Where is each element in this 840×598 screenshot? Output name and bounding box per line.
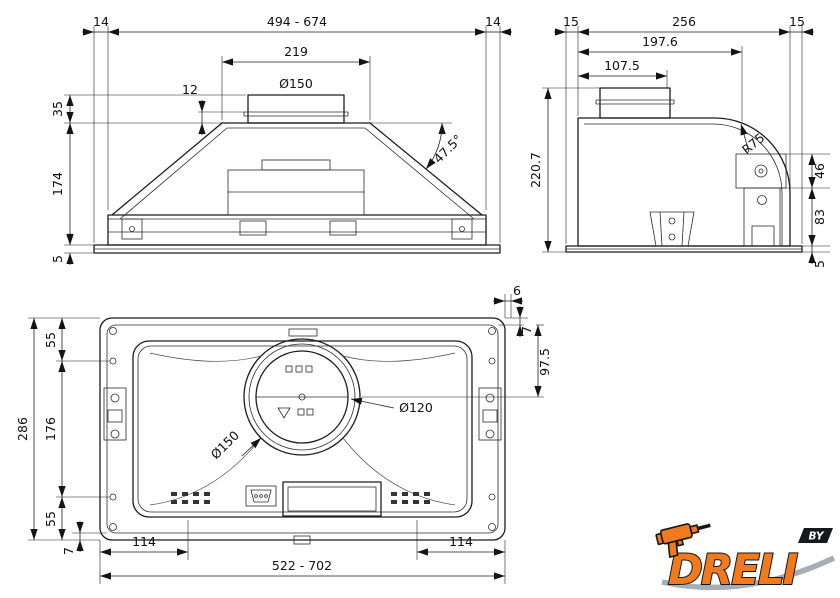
plan-outer-frame [99, 317, 506, 541]
plan-114-left-label: 114 [132, 534, 156, 549]
front-duct-diameter-label: Ø150 [279, 76, 313, 91]
by-badge-bg [798, 528, 833, 543]
brand-wordmark: DRELI [668, 545, 798, 594]
front-right-offset-label: 14 [485, 14, 501, 29]
by-badge: BY [798, 528, 833, 543]
front-view: 14 494 - 674 14 219 Ø150 12 35 174 5 47.… [50, 14, 512, 265]
side-depth-label: 256 [672, 14, 696, 29]
front-duct-collar [247, 94, 345, 124]
plan-frame-bottom-label: 7 [61, 547, 76, 555]
front-flange-label: 5 [50, 255, 65, 263]
plan-view: 55 176 55 286 7 114 114 522 - 702 6 7 [15, 283, 552, 584]
plan-total-depth-label: 286 [15, 417, 30, 441]
side-upper-depth-label: 197.6 [642, 34, 678, 49]
brand-logo: DRELI BY [655, 523, 836, 595]
plan-duct-center-label: 97.5 [537, 348, 552, 376]
front-hood-outline [93, 94, 501, 254]
power-socket [245, 485, 277, 507]
junction-box [282, 481, 382, 517]
side-dimensions: 15 256 15 197.6 107.5 220.7 46 83 5 R75 [528, 14, 830, 268]
front-body-height-label: 174 [50, 172, 65, 196]
plan-dimensions: 55 176 55 286 7 114 114 522 - 702 6 7 [15, 283, 552, 584]
side-collar-offset-label: 107.5 [604, 58, 640, 73]
side-bracket-lower-label: 83 [812, 209, 827, 225]
plan-frame-top-label: 7 [519, 326, 534, 334]
front-collar-height-label: 35 [50, 101, 65, 117]
front-internal-details [108, 159, 486, 240]
plan-panel-creases [149, 352, 456, 506]
front-dimensions: 14 494 - 674 14 219 Ø150 12 35 174 5 47.… [50, 14, 512, 265]
side-radius-label: R75 [739, 130, 767, 157]
side-left-offset-label: 15 [563, 14, 579, 29]
front-left-offset-label: 14 [93, 14, 109, 29]
plan-opening [132, 340, 473, 518]
plan-corner-offset-label: 6 [513, 283, 521, 298]
plan-hole-span-label: 176 [43, 417, 58, 441]
side-flange-label: 5 [812, 260, 827, 268]
side-internal-details [649, 153, 787, 247]
side-bracket-upper-label: 46 [812, 163, 827, 179]
front-collar-lip-label: 12 [182, 82, 198, 97]
logo-swoosh [661, 555, 836, 591]
side-view: 15 256 15 197.6 107.5 220.7 46 83 5 R75 [528, 14, 830, 268]
side-right-offset-label: 15 [789, 14, 805, 29]
plan-side-brackets [103, 387, 502, 441]
side-body [577, 117, 791, 247]
plan-duct-opening [243, 338, 361, 456]
plan-bottom-details [171, 481, 435, 517]
side-total-height-label: 220.7 [528, 152, 543, 188]
plan-total-width-label: 522 - 702 [272, 558, 332, 573]
front-slope-angle-label: 47.5° [430, 131, 465, 166]
front-body [107, 214, 487, 246]
side-duct-collar [599, 87, 671, 119]
plan-55-bottom-label: 55 [43, 511, 58, 527]
front-top-plate-label: 219 [284, 44, 308, 59]
plan-housing-outline [99, 317, 506, 545]
plan-duct-diameter-label: Ø150 [208, 428, 242, 462]
drill-icon [655, 523, 711, 559]
plan-inner-diameter-label: Ø120 [399, 400, 433, 415]
plan-114-right-label: 114 [449, 534, 473, 549]
front-total-width-label: 494 - 674 [267, 14, 327, 29]
plan-duct-circle-150 [243, 338, 361, 456]
plan-55-top-label: 55 [43, 332, 58, 348]
by-label: BY [808, 531, 824, 543]
